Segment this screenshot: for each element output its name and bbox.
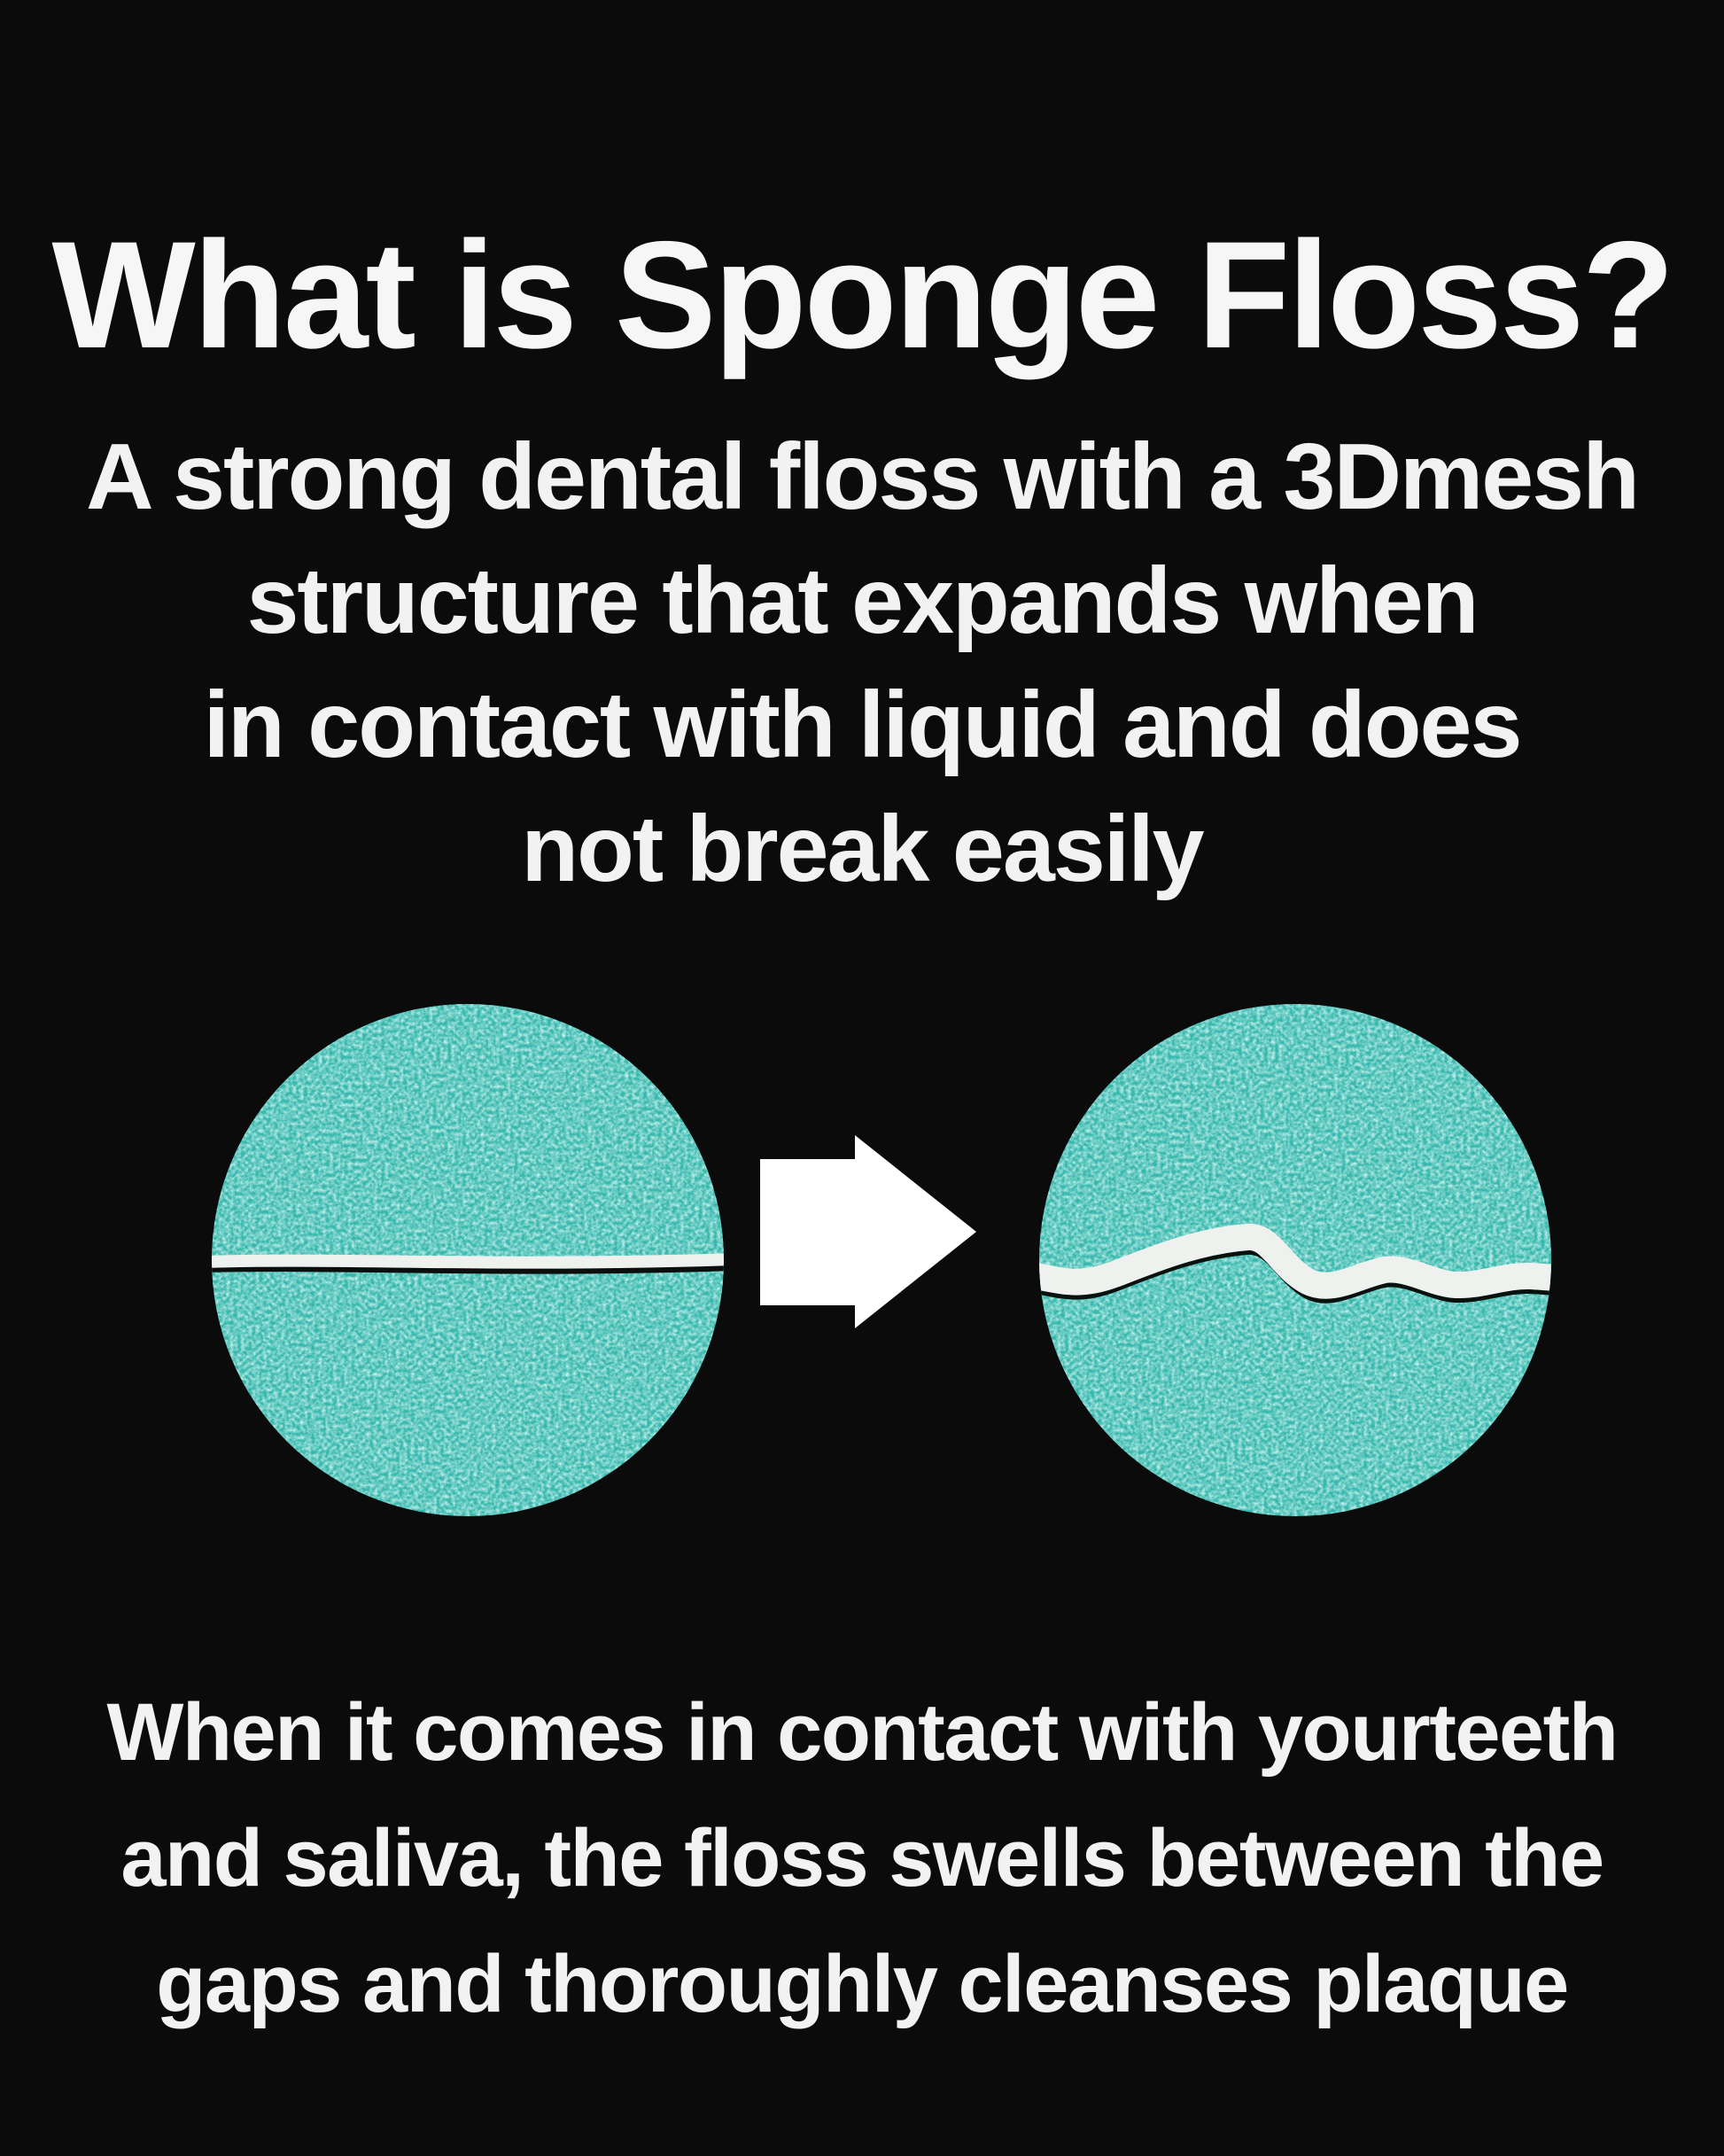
expanded-floss-image [1039,1004,1551,1516]
subtitle-line-1: A strong dental floss with a 3Dmesh [86,424,1640,529]
subtitle-line-3: in contact with liquid and does [203,673,1523,777]
subtitle-line-2: structure that expands when [246,549,1479,653]
floss-comparison-figure [0,1004,1724,1516]
floss-shadow-line [212,1264,724,1274]
footer-line-1: When it comes in contact with yourteeth [106,1687,1619,1778]
floss-thin-line [212,1253,724,1269]
dry-floss-image [212,1004,724,1516]
subtitle-paragraph: A strong dental floss with a 3Dmesh stru… [0,415,1724,911]
arrow-right-shape [760,1135,976,1328]
footer-line-3: gaps and thoroughly cleanses plaque [156,1939,1569,2029]
subtitle-line-4: not break easily [521,797,1204,901]
footer-line-2: and saliva, the floss swells between the [120,1813,1604,1903]
page-title: What is Sponge Floss? [51,210,1674,380]
footer-paragraph: When it comes in contact with yourteeth … [0,1670,1724,2047]
arrow-right-icon [760,1135,976,1328]
floss-swollen-band [1039,1224,1551,1299]
